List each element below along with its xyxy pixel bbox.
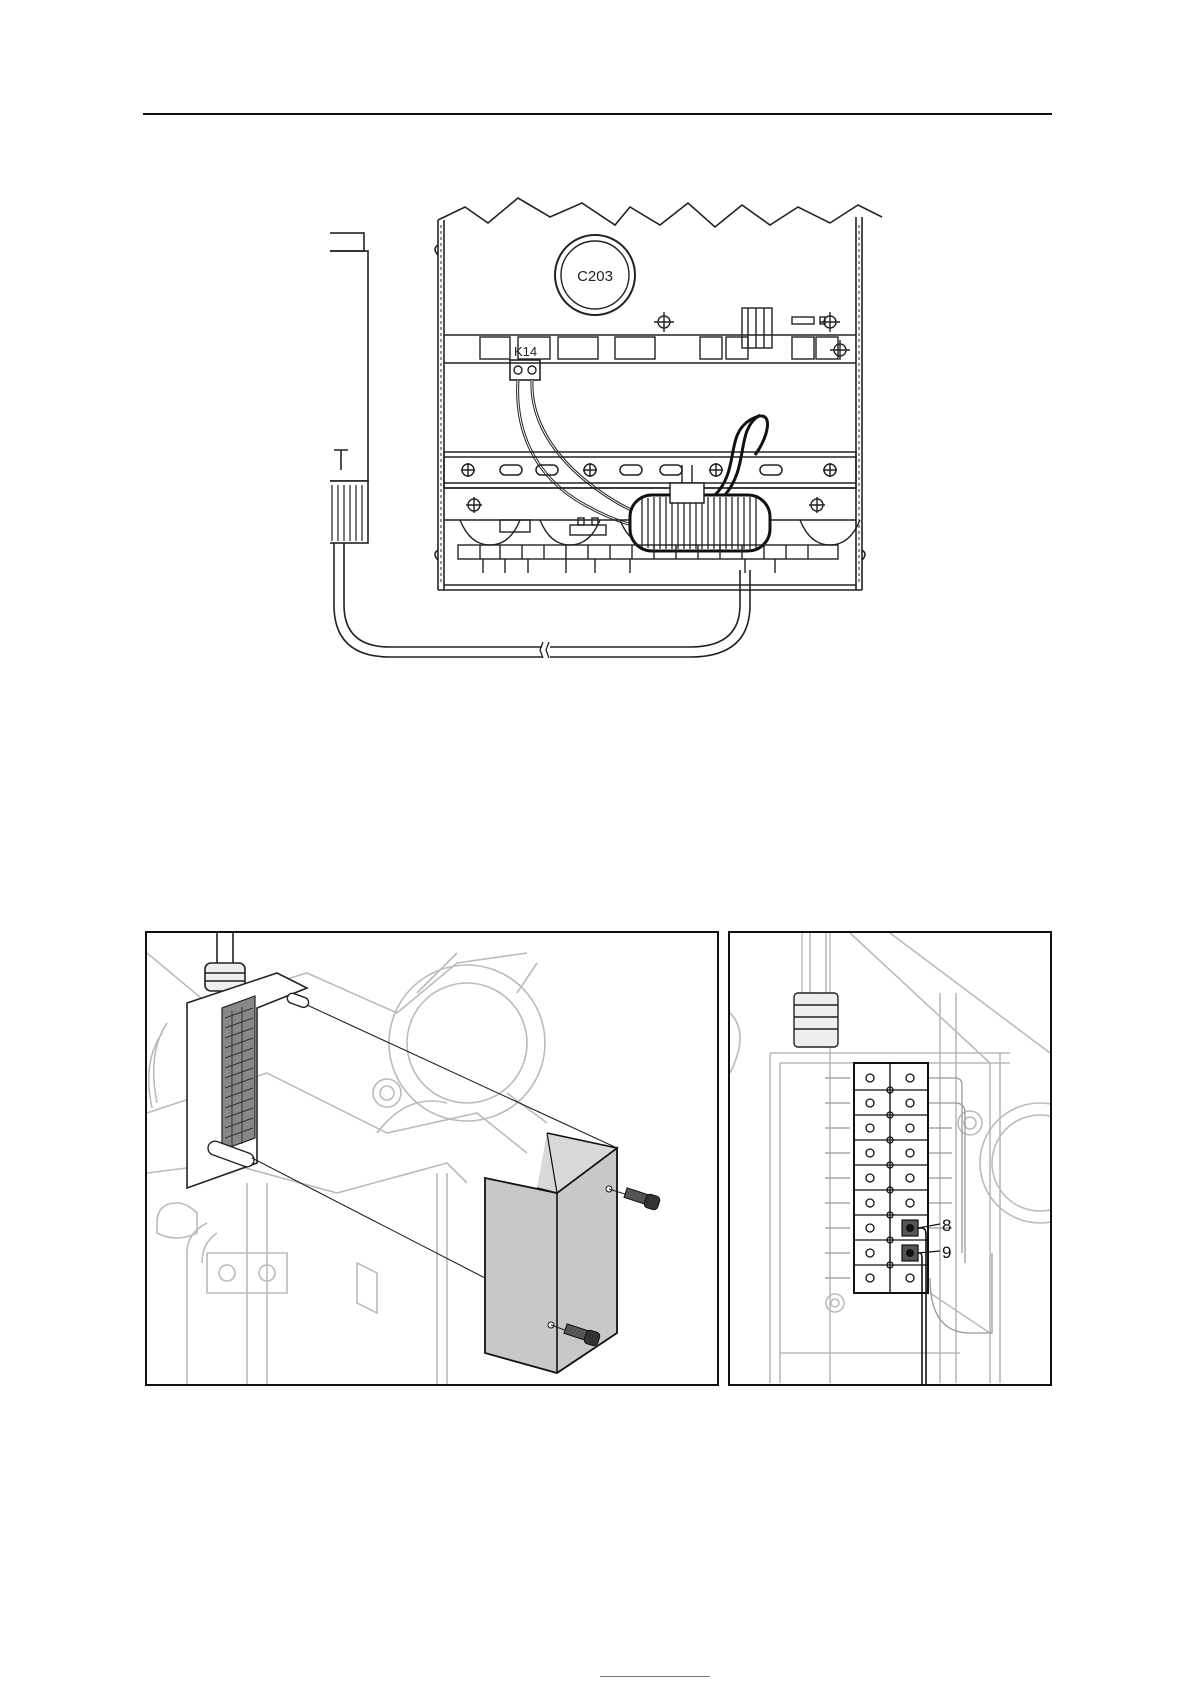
connector-k14: K14 [510,344,540,380]
torn-edge [438,198,882,227]
din-rail [444,452,856,488]
connector-label: K14 [514,344,537,359]
callout-label-8: 8 [942,1216,951,1235]
control-box-wiring-diagram: C203 K14 [330,195,890,715]
header-rule [143,113,1052,115]
probe-cable [334,543,750,658]
terminal-cable-gland [794,933,838,1047]
terminal-strip-svg: 8 9 [730,933,1050,1384]
alignment-line-upper [307,1005,617,1148]
transformer [630,465,770,551]
cable-gland [205,933,245,991]
wiring-diagram-svg: C203 K14 [330,195,890,715]
terminal-strip-detail: 8 9 [728,931,1052,1386]
cover-installation-svg [147,933,717,1384]
housing-right-wall [856,217,862,590]
capacitor-label: C203 [577,268,613,285]
capacitor-c203: C203 [555,235,635,315]
probe-handle [330,233,368,543]
footer-rule [600,1676,710,1677]
cover-installation-diagram [145,931,719,1386]
callout-label-9: 9 [942,1243,951,1262]
terminal-strip [854,1063,928,1293]
terminal-bracket [187,973,310,1188]
